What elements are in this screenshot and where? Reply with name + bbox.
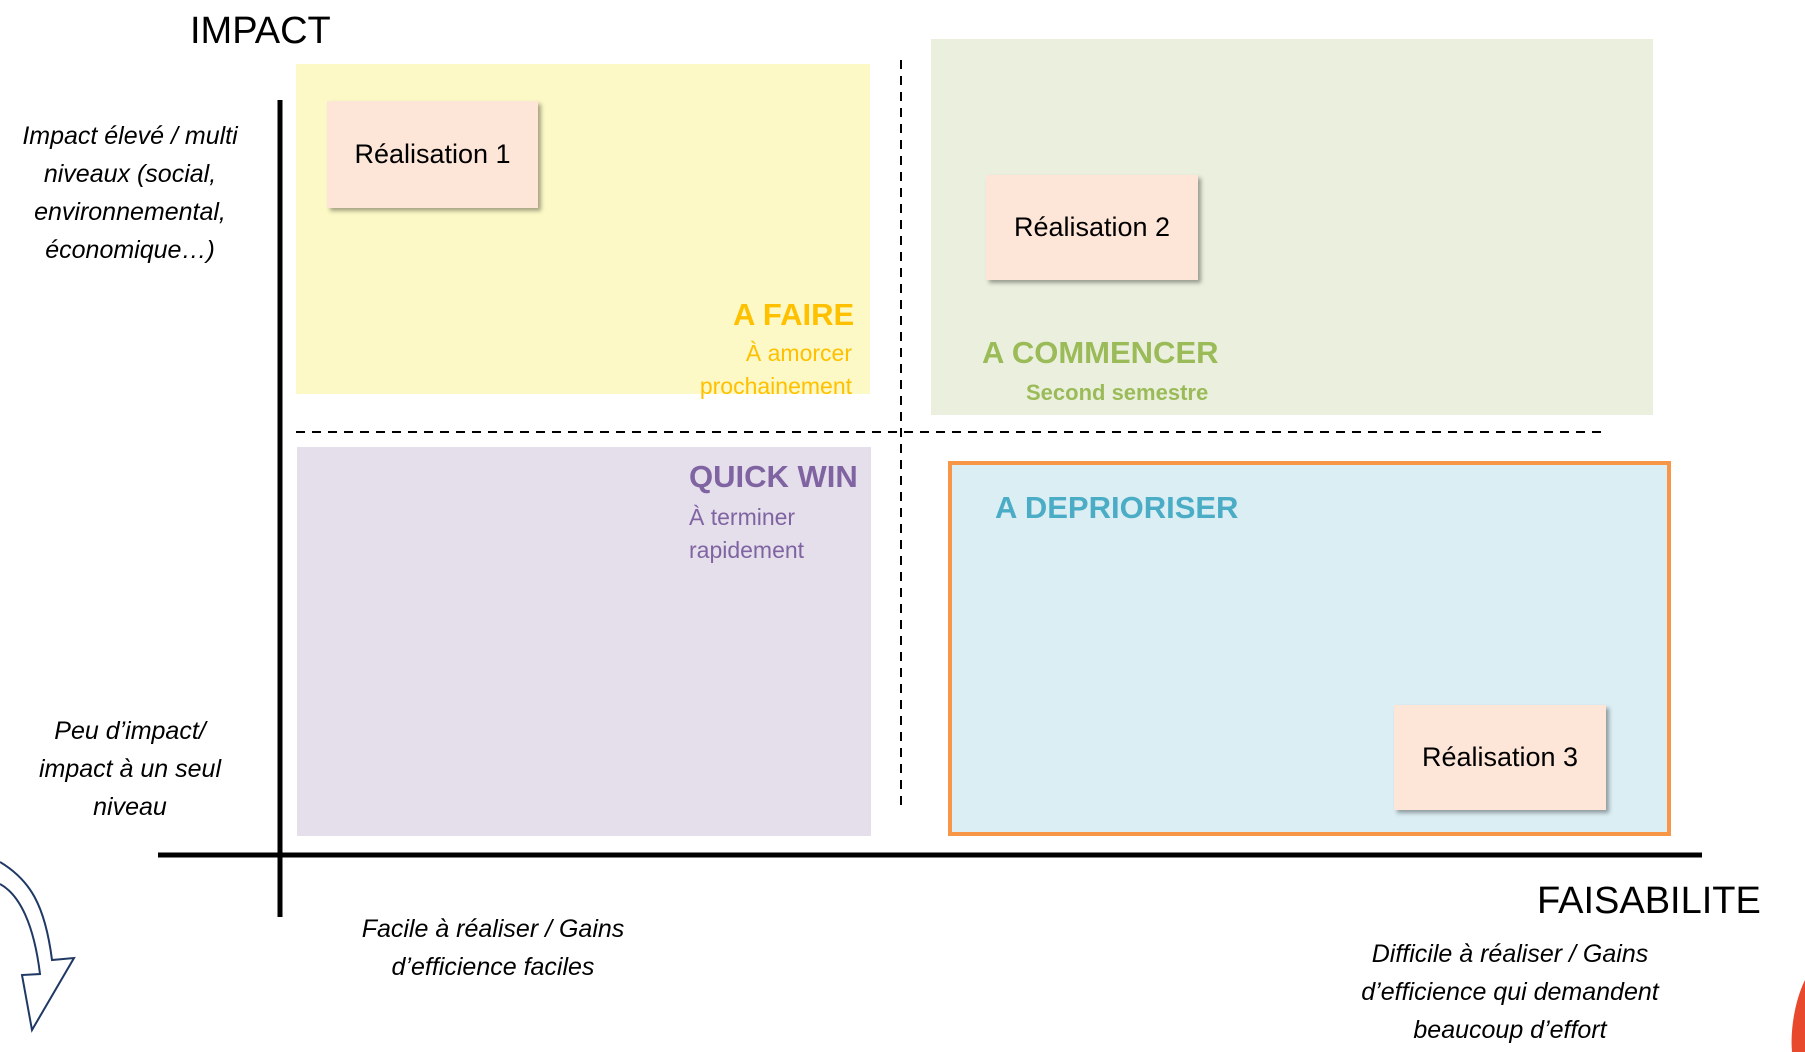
a-faire-subtitle: À amorcer prochainement — [699, 340, 852, 399]
quadrant-quick-win — [297, 447, 871, 836]
y-axis-title: IMPACT — [190, 10, 331, 52]
quick-win-title: QUICK WIN — [689, 459, 858, 494]
a-commencer-subtitle: Second semestre — [1026, 380, 1209, 405]
realisation-3-card[interactable]: Réalisation 3 — [1394, 705, 1606, 810]
corner-decoration — [1791, 980, 1805, 1052]
y-axis-high-label: Impact élevé / multi niveaux (social, en… — [22, 122, 238, 264]
realisation-1-card[interactable]: Réalisation 1 — [327, 101, 538, 208]
a-commencer-title: A COMMENCER — [982, 335, 1219, 370]
arrow-decoration — [0, 861, 76, 1033]
a-deprioriser-title: A DEPRIORISER — [995, 490, 1239, 525]
x-axis-title: FAISABILITE — [1537, 880, 1761, 922]
a-faire-title: A FAIRE — [733, 297, 855, 332]
y-axis-low-label: Peu d’impact/ impact à un seul niveau — [38, 717, 222, 821]
x-axis-high-label: Difficile à réaliser / Gains d’efficienc… — [1361, 940, 1659, 1044]
quick-win-subtitle: À terminer rapidement — [689, 504, 805, 563]
realisation-2-card[interactable]: Réalisation 2 — [986, 175, 1198, 280]
x-axis-low-label: Facile à réaliser / Gains d’efficience f… — [361, 915, 625, 981]
